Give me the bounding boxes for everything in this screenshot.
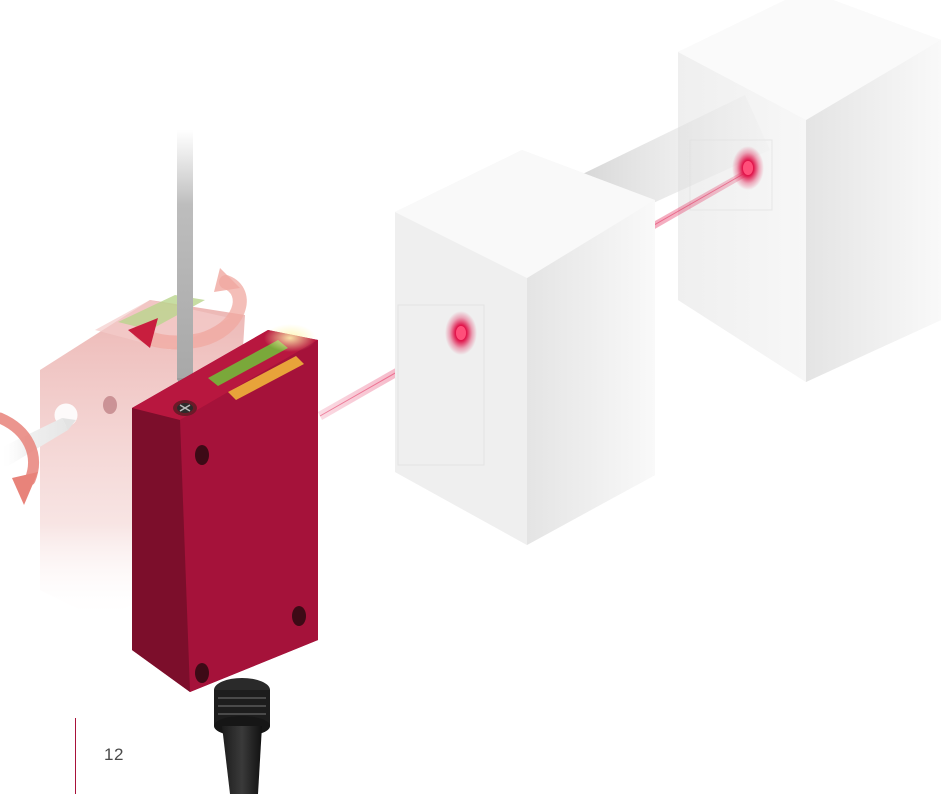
laser-spot-near — [445, 311, 477, 355]
top-screwdriver — [177, 130, 193, 402]
laser-spot-far — [732, 146, 764, 190]
sensor-connector — [214, 678, 270, 794]
near-target-block — [395, 150, 655, 545]
page-accent-rule — [75, 718, 76, 794]
adjustment-screw-icon — [173, 400, 197, 416]
page-number: 12 — [104, 745, 124, 765]
